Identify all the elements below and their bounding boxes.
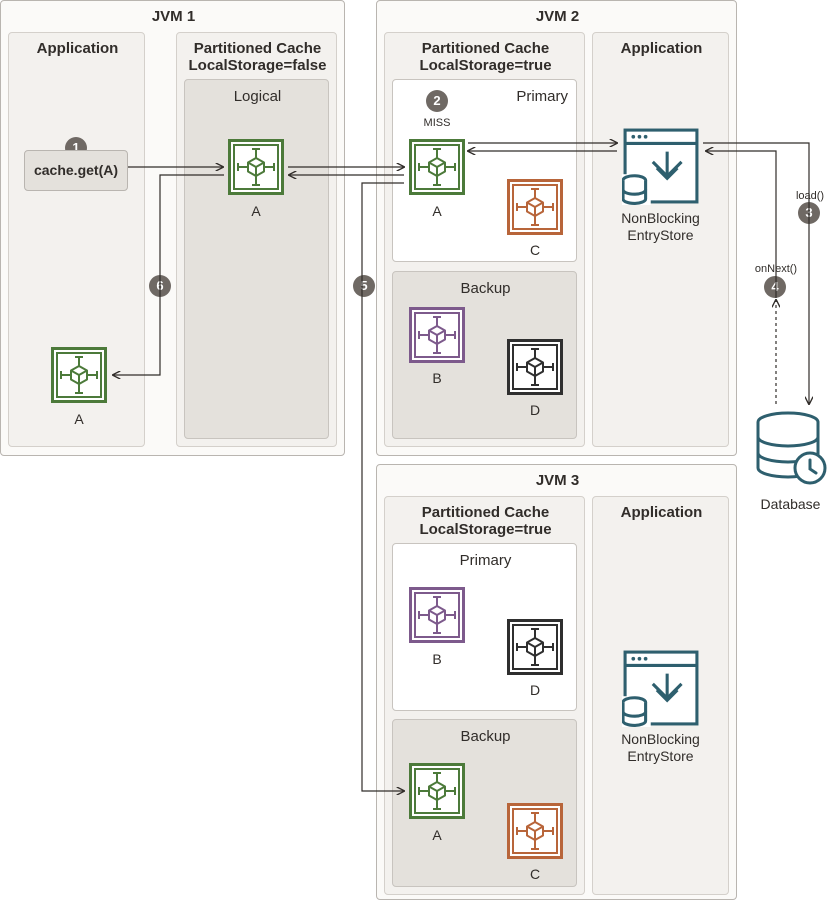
jvm2-backup-entry-b-label: B xyxy=(432,370,442,386)
jvm3-primary-entry-b-label: B xyxy=(432,651,442,667)
miss-label: MISS xyxy=(423,117,451,129)
arrow-onnext-to-store xyxy=(706,151,777,298)
jvm2-backup-title: Backup xyxy=(460,280,511,297)
arrow-backup-to-jvm3 xyxy=(361,182,404,791)
jvm1-cache-title-line1: Partitioned Cache xyxy=(193,40,322,57)
jvm1-cache-entry-a-label: A xyxy=(251,203,261,219)
jvm2-backup-entry-d-label: D xyxy=(529,402,541,418)
database-icon xyxy=(756,411,827,485)
jvm3-entry-store-label-line1: NonBlocking xyxy=(621,731,700,747)
jvm1-logical-title: Logical xyxy=(233,88,282,105)
jvm3-primary-entry-d-label: D xyxy=(529,682,541,698)
jvm3-cache-title-line2: LocalStorage=true xyxy=(419,521,552,538)
cache-get-call: cache.get(A) xyxy=(24,150,128,191)
step-4-badge: 4 xyxy=(764,276,786,298)
jvm2-application-panel: Application xyxy=(592,32,729,447)
jvm3-backup-entry-c-label: C xyxy=(529,866,541,882)
jvm3-primary-title: Primary xyxy=(459,552,512,569)
jvm2-application-title: Application xyxy=(620,40,703,57)
jvm1-application-title: Application xyxy=(36,40,119,57)
jvm3-backup-entry-a-label: A xyxy=(432,827,442,843)
jvm2-primary-entry-c-label: C xyxy=(529,242,541,258)
database-label: Database xyxy=(760,496,821,512)
step-2-badge: 2 xyxy=(426,90,448,112)
jvm1-app-entry-a-label: A xyxy=(74,411,84,427)
jvm3-backup-title: Backup xyxy=(460,728,511,745)
jvm2-title: JVM 2 xyxy=(535,8,580,25)
load-label: load() xyxy=(795,190,825,202)
jvm2-entry-store-label-line1: NonBlocking xyxy=(621,210,700,226)
jvm3-title: JVM 3 xyxy=(535,472,580,489)
jvm3-entry-store-label-line2: EntryStore xyxy=(627,748,694,764)
jvm2-cache-title-line1: Partitioned Cache xyxy=(421,40,550,57)
jvm1-cache-title-line2: LocalStorage=false xyxy=(188,57,327,74)
jvm2-primary-title: Primary xyxy=(516,88,568,105)
arrow-load-to-database xyxy=(703,142,809,404)
jvm3-cache-title-line1: Partitioned Cache xyxy=(421,504,550,521)
jvm1-title: JVM 1 xyxy=(151,8,196,25)
jvm2-entry-store-label-line2: EntryStore xyxy=(627,227,694,243)
jvm2-primary-entry-a-label: A xyxy=(432,203,442,219)
step-5-badge: 5 xyxy=(353,275,375,297)
jvm3-application-title: Application xyxy=(620,504,703,521)
jvm2-cache-title-line2: LocalStorage=true xyxy=(419,57,552,74)
arrow-return-to-app xyxy=(113,174,224,375)
